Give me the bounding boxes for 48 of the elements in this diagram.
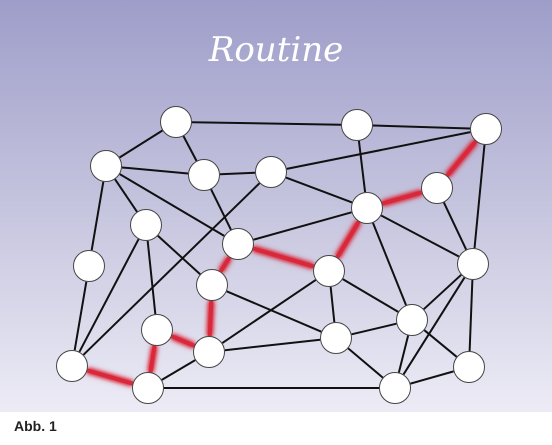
highlighted-edge xyxy=(170,334,196,348)
edge-line xyxy=(424,329,458,358)
edge-line xyxy=(122,166,188,175)
edge-line xyxy=(82,182,260,356)
edge-line xyxy=(468,280,474,352)
edge-line xyxy=(423,274,462,310)
title: Routine xyxy=(207,30,344,70)
edge-line xyxy=(157,235,201,275)
edge-line xyxy=(161,359,196,381)
edge-line xyxy=(164,387,379,389)
edge-line xyxy=(442,202,468,250)
highlighted-edge xyxy=(336,220,360,258)
highlighted-edge xyxy=(218,256,232,273)
edge-line xyxy=(119,130,163,158)
edge-line xyxy=(474,144,486,248)
edge-line xyxy=(410,370,454,385)
edge-line xyxy=(146,240,156,314)
edge-line xyxy=(358,140,366,192)
edge-line xyxy=(114,178,138,212)
figure-number: Abb. 1 xyxy=(14,418,57,434)
edge-line xyxy=(286,131,470,170)
edge-line xyxy=(226,290,322,333)
edge-line xyxy=(372,124,470,130)
edge-line xyxy=(351,322,397,336)
edge-line xyxy=(210,188,232,230)
edge-line xyxy=(90,182,104,250)
edge-line xyxy=(402,277,466,375)
edge-line xyxy=(182,136,198,162)
edge-line xyxy=(220,172,256,176)
edge-line xyxy=(342,278,399,313)
edge-line xyxy=(224,338,320,352)
highlighted-edge xyxy=(148,346,157,372)
highlighted-edge xyxy=(86,368,134,386)
edge-line xyxy=(119,173,225,237)
edge-line xyxy=(78,238,140,352)
highlighted-edge xyxy=(208,300,214,336)
edge-line xyxy=(372,222,407,306)
edge-line xyxy=(192,121,342,126)
edge-line xyxy=(330,286,336,322)
edge-line xyxy=(222,279,316,344)
edge-line xyxy=(380,214,460,258)
highlighted-edge xyxy=(382,190,422,206)
edge-line xyxy=(253,211,352,241)
edge-line xyxy=(74,282,88,350)
edge-line xyxy=(348,348,384,378)
edge-line xyxy=(286,176,352,204)
highlighted-edge xyxy=(252,246,314,268)
edge-line xyxy=(398,335,410,373)
